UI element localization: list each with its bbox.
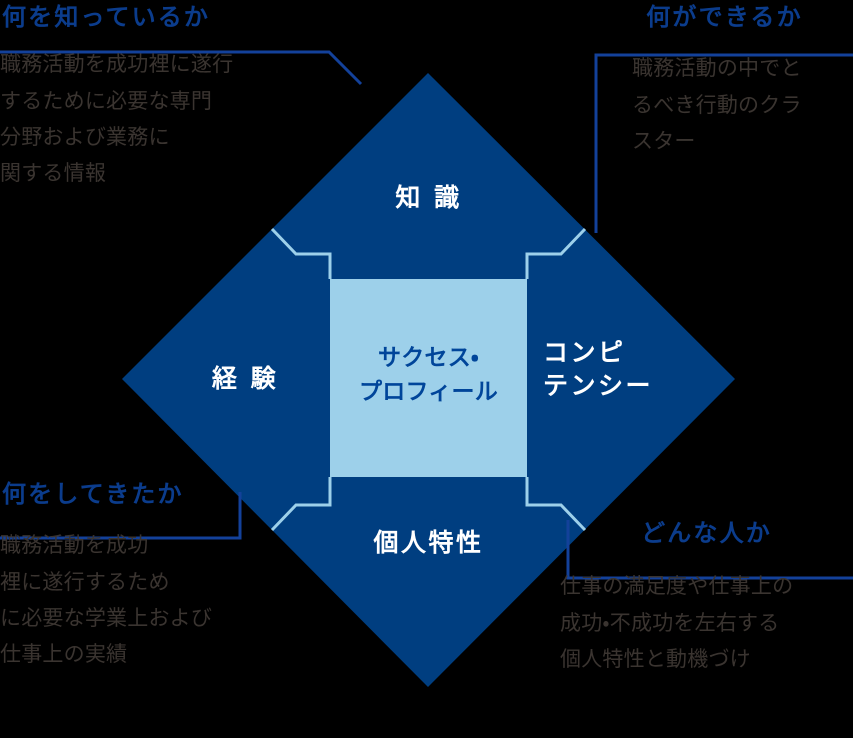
caption-top-left-title: 何を知っているか [2,3,211,31]
caption-top-left-body: 職務活動を成功裡に遂行 するために必要な専門 分野および業務に 関する情報 [0,52,234,185]
rule-top-right [594,53,853,233]
caption-top-right: 何ができるか 職務活動の中でと るべき行動のクラ スター [596,0,853,159]
caption-bottom-right: どんな人か 仕事の満足度や仕事上の 成功・不成功を左右する 個人特性と動機づけ [560,518,853,677]
caption-top-right-title: 何ができるか [646,3,803,31]
caption-bottom-left-body: 職務活動を成功 裡に遂行するため に必要な学業上および 仕事上の実績 [0,533,213,666]
caption-bottom-left-title: 何をしてきたか [2,480,184,508]
rule-bottom-right [566,520,853,580]
caption-bottom-right-body: 仕事の満足度や仕事上の 成功・不成功を左右する 個人特性と動機づけ [560,574,794,671]
connector-top-right [525,227,587,279]
connector-bottom-left [270,477,332,532]
caption-bottom-right-title: どんな人か [641,519,772,547]
connector-bottom-right [525,477,587,532]
caption-top-right-body: 職務活動の中でと るべき行動のクラ スター [632,56,802,153]
connector-top-left [270,227,332,279]
quadrant-label-experience: 経 験 [211,364,279,393]
quadrant-label-competency: コンピ テンシー [543,338,654,400]
rule-top-left [0,50,363,86]
center-label-success-profile: サクセス・ プロフィール [359,345,498,406]
inner-square [330,279,527,477]
quadrant-label-knowledge: 知 識 [395,183,462,212]
quadrant-label-personal-traits: 個人特性 [373,528,484,557]
caption-top-left: 何を知っているか 職務活動を成功裡に遂行 するために必要な専門 分野および業務に… [0,4,340,191]
caption-bottom-left: 何をしてきたか 職務活動を成功 裡に遂行するため に必要な学業上および 仕事上の… [0,481,250,672]
rule-bottom-left [0,492,242,540]
